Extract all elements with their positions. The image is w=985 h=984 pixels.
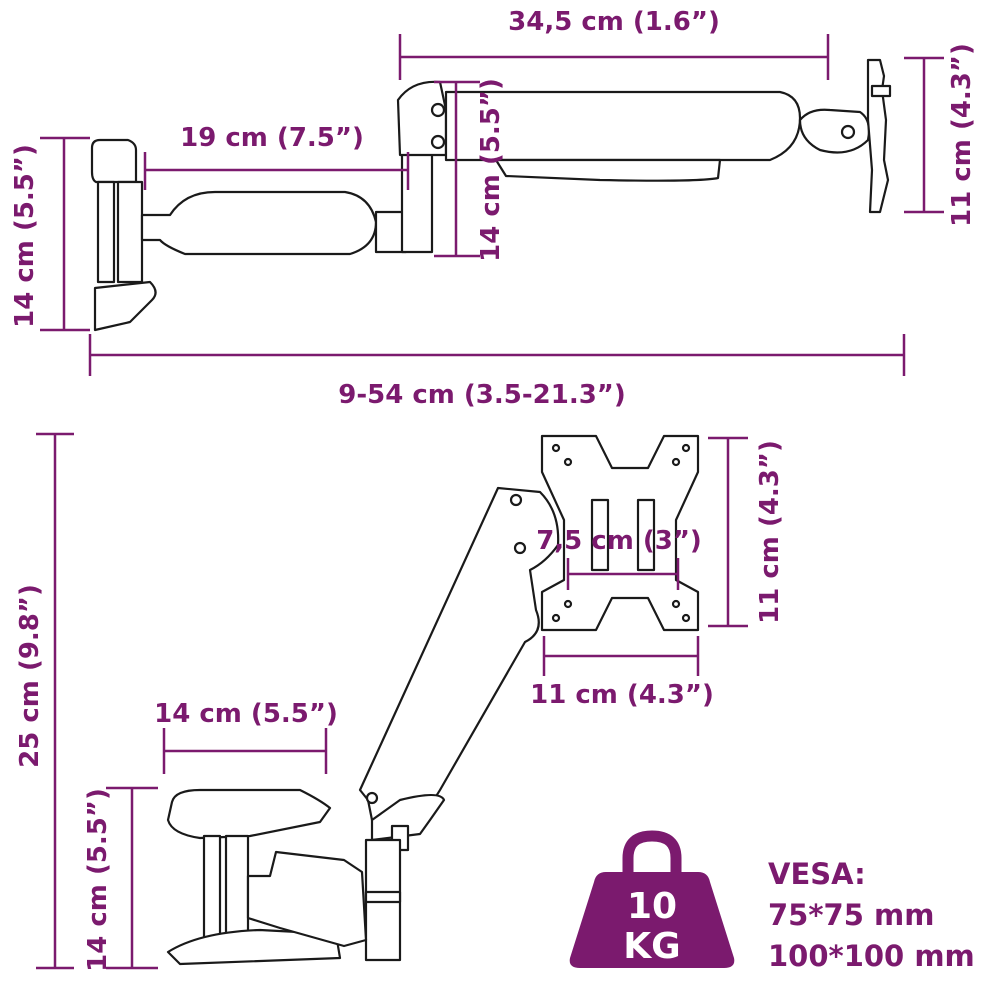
side-dim-vesa-inner: 7,5 cm (3”) [536,526,702,556]
side-plate-hole-6 [563,599,573,609]
top-dim-extension: 9-54 cm (3.5-21.3”) [338,380,626,410]
weight-icon: 10 KG [569,830,735,968]
top-view-drawing [90,58,892,332]
top-dim-plate-height: 11 cm (4.3”) [947,43,977,227]
top-outer-arm [444,90,802,162]
side-dim-plate-width: 11 cm (4.3”) [530,680,714,710]
side-plate-hole-3 [681,443,691,453]
side-clamp-post [202,834,222,942]
top-dim-joint-height: 14 cm (5.5”) [476,78,506,262]
top-dim-arm-inner: 19 cm (7.5”) [180,123,364,153]
side-column-ring [364,890,402,904]
side-plate-hole-1 [551,443,561,453]
side-dim-plate-height: 11 cm (4.3”) [755,440,785,624]
side-inner-arm [246,850,368,948]
side-arm-lower [370,793,446,842]
weight-body [569,872,735,968]
weight-handle [622,830,682,878]
side-plate-slot-1 [590,498,610,572]
side-clamp-bar [224,834,250,942]
vesa-size-75: 75*75 mm [768,898,934,932]
side-dim-clamp-width: 14 cm (5.5”) [154,699,338,729]
top-joint-bolt-1 [430,102,446,118]
top-view-dimensions [40,34,944,376]
top-tilt-head [798,108,871,154]
vesa-info: VESA: 75*75 mm 100*100 mm [768,857,975,973]
top-dim-arm-total: 34,5 cm (1.6”) [508,7,720,37]
side-arm-bolt-top [509,493,523,507]
side-dim-total-height: 25 cm (9.8”) [15,584,45,768]
side-vesa-plate [540,434,700,632]
side-view-labels: 25 cm (9.8”) 14 cm (5.5”) 14 cm (5.5”) 1… [15,440,785,972]
side-dim-clamp-height: 14 cm (5.5”) [83,788,113,972]
weight-unit: KG [623,926,680,967]
side-plate-slot-2 [636,498,656,572]
side-arm-bolt-low [365,791,379,805]
top-dim-clamp-height: 14 cm (5.5”) [10,144,40,328]
weight-value: 10 [627,886,677,927]
top-inner-arm [140,190,378,256]
top-column [400,148,434,254]
side-plate-hole-7 [681,613,691,623]
top-vesa-plate [866,58,890,214]
top-joint-bolt-2 [430,134,446,150]
vesa-label: VESA: [768,857,866,891]
top-outer-arm-under [494,158,722,182]
side-plate-hole-5 [551,613,561,623]
side-clamp-top [166,788,332,840]
side-view-dimensions [36,432,748,970]
side-view-drawing [166,434,700,966]
top-clamp-body [90,138,138,184]
side-arm [358,486,560,822]
side-plate-hole-4 [671,457,681,467]
top-clamp-base [93,280,157,332]
side-plate-hole-8 [671,599,681,609]
side-arm-bolt-mid [513,541,527,555]
top-plate-knob [870,84,892,98]
top-clamp-bar [116,180,144,284]
top-view-labels: 34,5 cm (1.6”) 19 cm (7.5”) 14 cm (5.5”)… [10,7,977,410]
vesa-size-100: 100*100 mm [768,939,975,973]
top-tilt-bolt [840,124,856,140]
side-plate-hole-2 [563,457,573,467]
top-clamp-post [96,180,116,284]
